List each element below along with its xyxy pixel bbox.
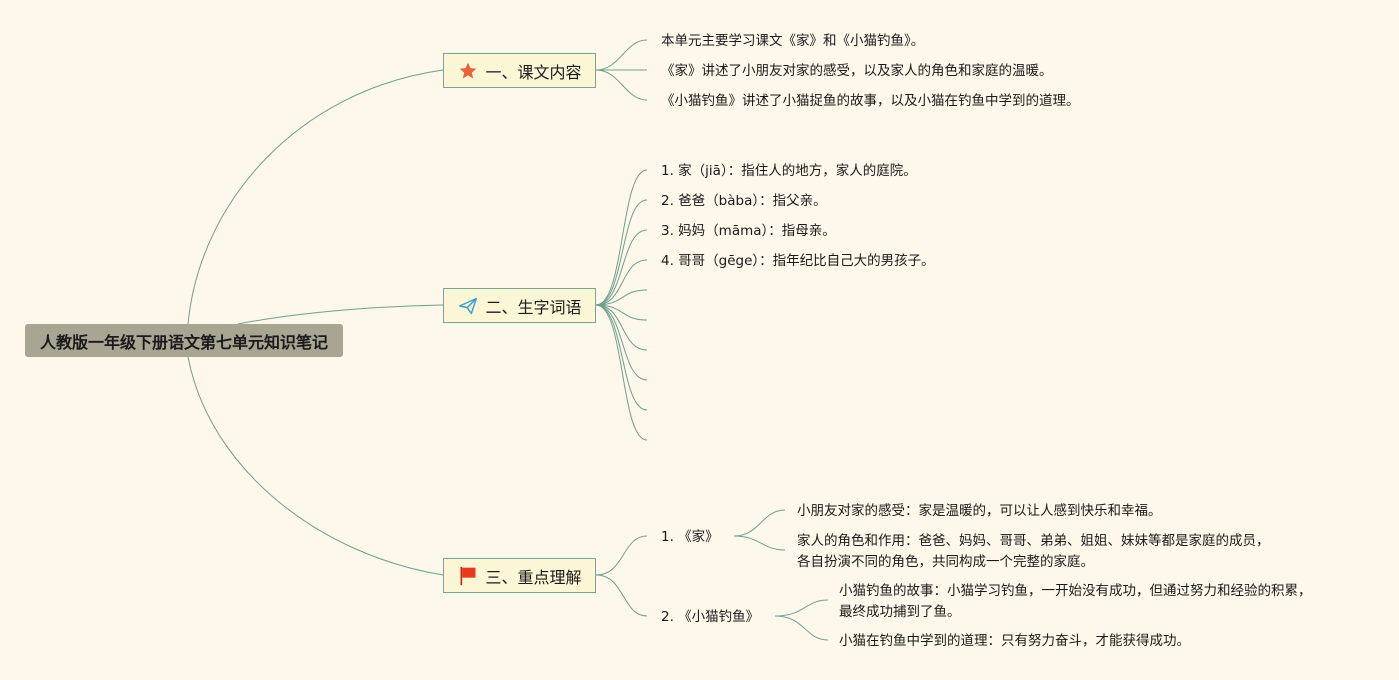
leaf-item[interactable]: 小猫在钓鱼中学到的道理：只有努力奋斗，才能获得成功。 (839, 633, 1190, 649)
link-b2-leaf-1 (595, 169, 648, 306)
branch-course-content[interactable]: 一、课文内容 (443, 53, 596, 88)
link-b3-sub-1 (595, 535, 648, 576)
leaf-line: 小猫钓鱼的故事：小猫学习钓鱼，一开始没有成功，但通过努力和经验的积累， (839, 583, 1312, 599)
star-icon (457, 60, 479, 82)
branch-key-understanding[interactable]: 三、重点理解 (443, 558, 596, 593)
link-b2-leaf-4 (595, 259, 648, 306)
leaf-item-multiline[interactable]: 小猫钓鱼的故事：小猫学习钓鱼，一开始没有成功，但通过努力和经验的积累， 最终成功… (839, 581, 1312, 623)
link-s1-item-1 (733, 509, 786, 537)
link-b2-leaf-5 (595, 289, 648, 306)
link-s2-item-2 (774, 615, 829, 641)
leaf-line: 家人的角色和作用：爸爸、妈妈、哥哥、弟弟、姐姐、妹妹等都是家庭的成员， (797, 533, 1270, 549)
leaf-item[interactable]: 小朋友对家的感受：家是温暖的，可以让人感到快乐和幸福。 (797, 503, 1162, 519)
leaf-line: 最终成功捕到了鱼。 (839, 604, 961, 620)
sub-topic-kitten-fishing[interactable]: 2. 《小猫钓鱼》 (661, 609, 760, 625)
link-root-branch-2 (237, 304, 444, 325)
root-node[interactable]: 人教版一年级下册语文第七单元知识笔记 (25, 324, 343, 357)
root-title: 人教版一年级下册语文第七单元知识笔记 (39, 332, 328, 352)
link-b2-leaf-6 (595, 304, 648, 321)
leaf-item[interactable]: 《小猫钓鱼》讲述了小猫捉鱼的故事，以及小猫在钓鱼中学到的道理。 (661, 93, 1080, 109)
link-b1-leaf-3 (595, 69, 648, 101)
link-b1-leaf-1 (595, 39, 648, 71)
leaf-item[interactable]: 4. 哥哥（gēge）：指年纪比自己大的男孩子。 (661, 253, 935, 269)
branch-label: 一、课文内容 (485, 62, 582, 82)
link-b2-leaf-2 (595, 199, 648, 306)
link-s2-item-1 (774, 599, 829, 617)
sub-topic-home[interactable]: 1. 《家》 (661, 529, 719, 545)
link-b2-leaf-3 (595, 229, 648, 306)
leaf-item[interactable]: 《家》讲述了小朋友对家的感受，以及家人的角色和家庭的温暖。 (661, 63, 1053, 79)
link-root-branch-3 (187, 356, 444, 576)
paper-plane-icon (457, 295, 479, 317)
leaf-item-multiline[interactable]: 家人的角色和作用：爸爸、妈妈、哥哥、弟弟、姐姐、妹妹等都是家庭的成员， 各自扮演… (797, 531, 1270, 573)
leaf-item[interactable]: 2. 爸爸（bàba）：指父亲。 (661, 193, 827, 209)
leaf-item[interactable]: 3. 妈妈（māma）：指母亲。 (661, 223, 836, 239)
branch-label: 三、重点理解 (485, 567, 582, 587)
leaf-item[interactable]: 1. 家（jiā）：指住人的地方，家人的庭院。 (661, 163, 917, 179)
link-root-branch-1 (187, 69, 444, 325)
link-b3-sub-2 (595, 574, 648, 617)
link-b2-leaf-7 (595, 304, 648, 351)
leaf-line: 各自扮演不同的角色，共同构成一个完整的家庭。 (797, 554, 1094, 570)
link-b2-leaf-8 (595, 304, 648, 381)
leaf-item[interactable]: 本单元主要学习课文《家》和《小猫钓鱼》。 (661, 33, 925, 49)
link-s1-item-2 (733, 535, 786, 551)
branch-label: 二、生字词语 (485, 297, 582, 317)
branch-new-words[interactable]: 二、生字词语 (443, 288, 596, 323)
link-b2-leaf-9 (595, 304, 648, 411)
link-b2-leaf-10 (595, 304, 648, 441)
flag-icon (457, 565, 479, 587)
